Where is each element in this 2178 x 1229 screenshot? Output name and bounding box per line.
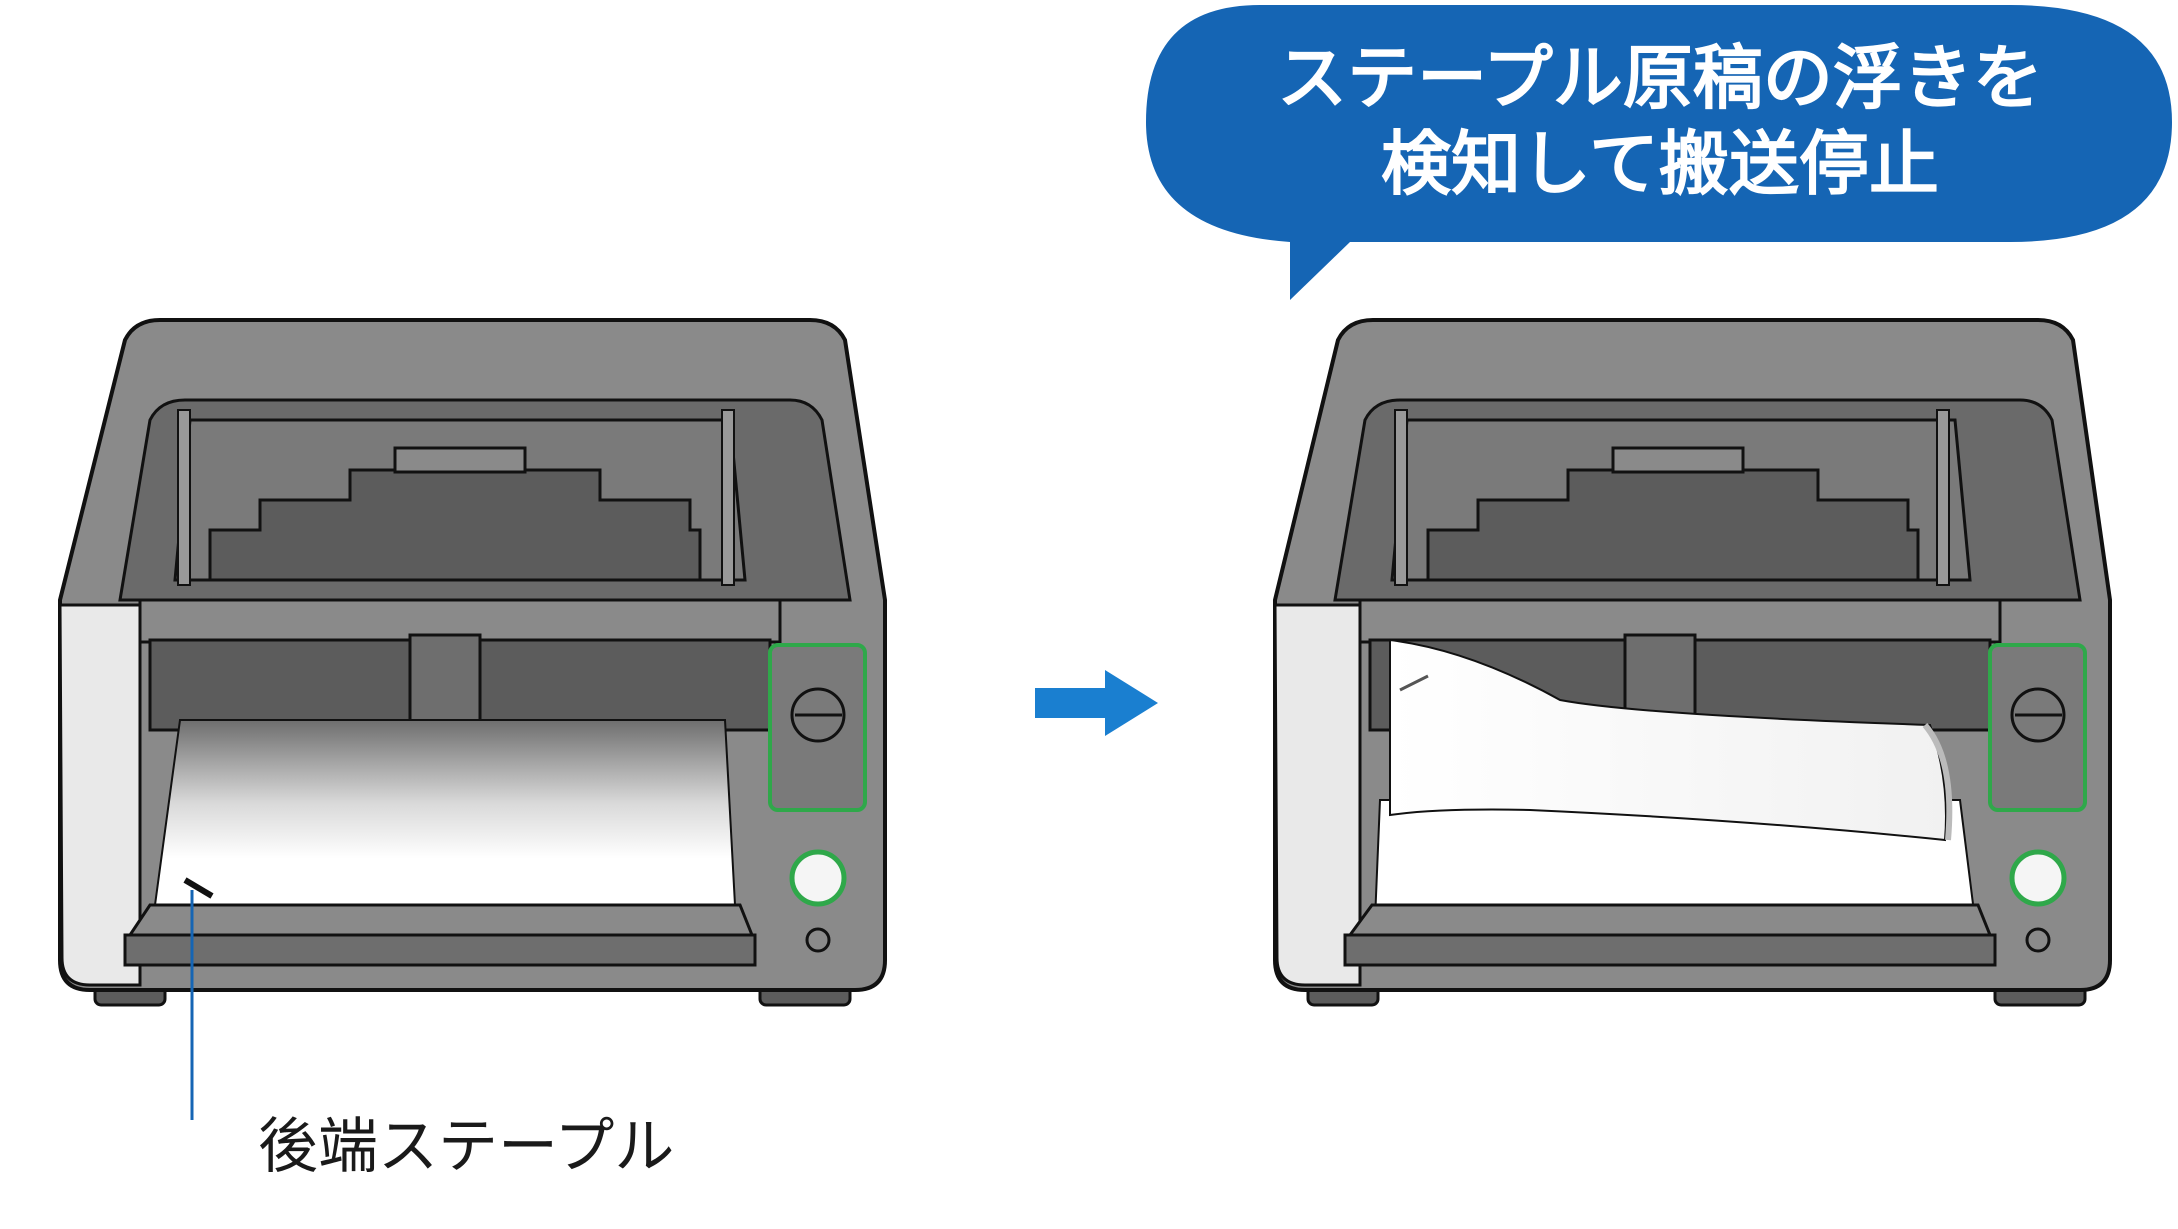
control-panel (1988, 643, 2087, 812)
panel-dial-icon (790, 687, 846, 743)
lifted-paper (1389, 638, 1947, 842)
guide-handle (1611, 446, 1745, 474)
guide-pole (721, 409, 735, 586)
output-tray (1347, 903, 1993, 937)
output-tray-edge (123, 933, 757, 967)
power-indicator (805, 927, 831, 953)
callout-bubble: ステープル原稿の浮きを 検知して搬送停止 (1146, 5, 2172, 300)
staple-mark (183, 877, 214, 899)
guide-pole (1394, 409, 1408, 586)
output-tray (127, 903, 755, 937)
scanner-right (1273, 318, 2112, 1007)
guide-handle (393, 446, 527, 474)
scanner-side-panel (1273, 603, 1362, 987)
panel-dial-icon (2010, 687, 2066, 743)
power-indicator (2025, 927, 2051, 953)
callout-line-2: 検知して搬送停止 (1381, 123, 1939, 205)
right-arrow-icon (1035, 670, 1158, 736)
output-tray-edge (1343, 933, 1997, 967)
power-button (789, 849, 847, 907)
staple-mark (1399, 674, 1429, 692)
guide-pole (177, 409, 191, 586)
scanner-left (58, 318, 887, 1007)
staple-label: 後端ステープル (258, 1112, 674, 1182)
control-panel (768, 643, 867, 812)
guide-steps (1426, 468, 1920, 582)
paper-document (153, 719, 737, 906)
guide-pole (1936, 409, 1950, 586)
scanner-side-panel (58, 603, 142, 987)
callout-line-1: ステープル原稿の浮きを (1277, 37, 2043, 119)
power-button (2009, 849, 2067, 907)
guide-steps (208, 468, 702, 582)
callout-shape (1146, 5, 2172, 300)
